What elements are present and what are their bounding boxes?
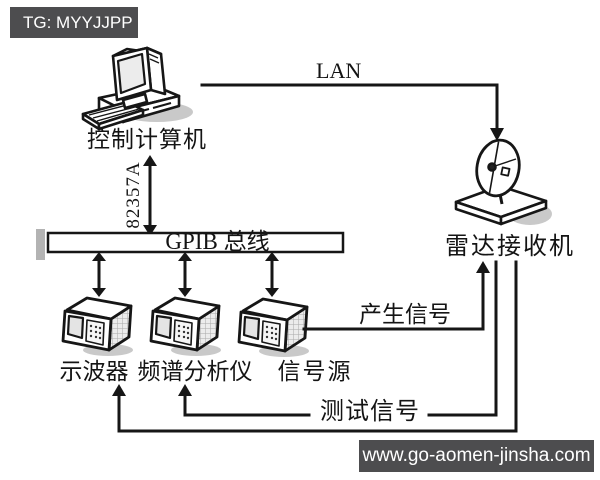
generate-signal-arrowhead bbox=[476, 261, 490, 273]
radar-receiver-label: 雷达接收机 bbox=[445, 234, 575, 260]
signal-source-icon bbox=[237, 297, 311, 359]
generate-signal-line bbox=[302, 270, 485, 331]
gpib-bus-artifact bbox=[36, 229, 45, 260]
gpib-bus-bar bbox=[46, 231, 345, 254]
computer-label: 控制计算机 bbox=[87, 127, 207, 152]
test-signal-line-inner bbox=[183, 260, 498, 417]
watermark-top-left: TG: MYYJJPP bbox=[10, 7, 138, 38]
test-signal-arrowhead-osc bbox=[112, 384, 126, 396]
oscilloscope-icon bbox=[61, 296, 135, 358]
adapter-arrowhead-up bbox=[143, 155, 157, 166]
lan-line bbox=[200, 83, 499, 130]
spectrum-analyzer-icon bbox=[149, 296, 223, 358]
test-signal-line-outer bbox=[117, 260, 518, 433]
spectrum-analyzer-label: 频谱分析仪 bbox=[137, 359, 253, 384]
adapter-label: 82357A bbox=[123, 161, 144, 229]
lan-arrowhead bbox=[490, 128, 504, 141]
signal-source-label: 信号源 bbox=[277, 359, 353, 384]
oscilloscope-label: 示波器 bbox=[59, 359, 129, 384]
control-computer-icon bbox=[81, 46, 193, 131]
watermark-bottom-right: www.go-aomen-jinsha.com bbox=[359, 440, 594, 472]
radar-receiver-icon bbox=[454, 138, 552, 226]
bus-instrument-arrows bbox=[92, 252, 279, 297]
test-signal-arrowhead-spectrum bbox=[178, 384, 192, 396]
test-signal-label: 测试信号 bbox=[320, 399, 420, 425]
adapter-arrowhead-down bbox=[143, 225, 157, 236]
gpib-bus-label: GPIB 总线 bbox=[165, 229, 270, 254]
lan-label: LAN bbox=[316, 58, 362, 83]
generate-signal-label: 产生信号 bbox=[359, 302, 451, 327]
